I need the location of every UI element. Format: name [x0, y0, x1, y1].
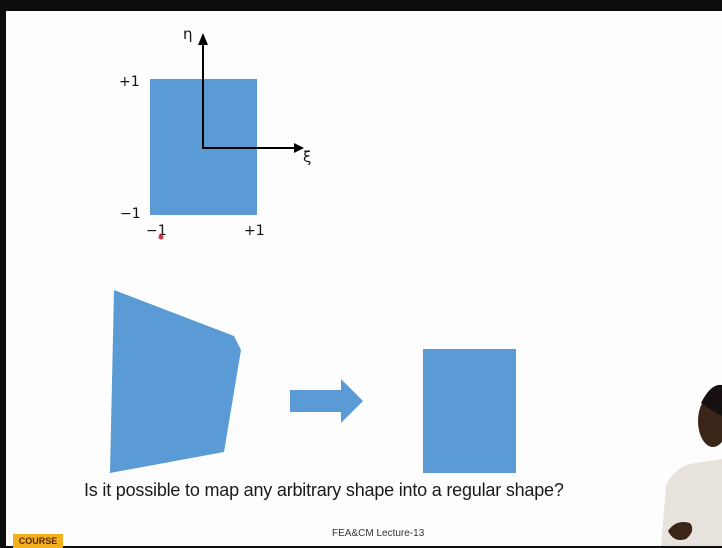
y-bottom-label: −1: [120, 206, 141, 222]
arbitrary-shape: [110, 290, 241, 473]
x-right-label: +1: [244, 223, 265, 239]
eta-axis-arrowhead: [198, 33, 208, 45]
mapping-diagram: η ξ +1 −1 −1 +1: [6, 11, 722, 546]
xi-axis-label: ξ: [303, 148, 311, 166]
presenter-figure: [661, 385, 722, 546]
regular-shape: [423, 349, 516, 473]
course-badge: COURSE: [13, 534, 63, 548]
lecture-footer: FEA&CM Lecture-13: [332, 528, 424, 539]
question-text: Is it possible to map any arbitrary shap…: [84, 480, 564, 501]
x-left-label: −1: [146, 223, 167, 239]
eta-axis-label: η: [183, 25, 193, 43]
y-top-label: +1: [119, 74, 140, 90]
pointer-dot: [159, 235, 164, 240]
mapping-arrow: [290, 379, 363, 423]
lecture-slide: η ξ +1 −1 −1 +1 Is it possible to: [6, 11, 722, 546]
